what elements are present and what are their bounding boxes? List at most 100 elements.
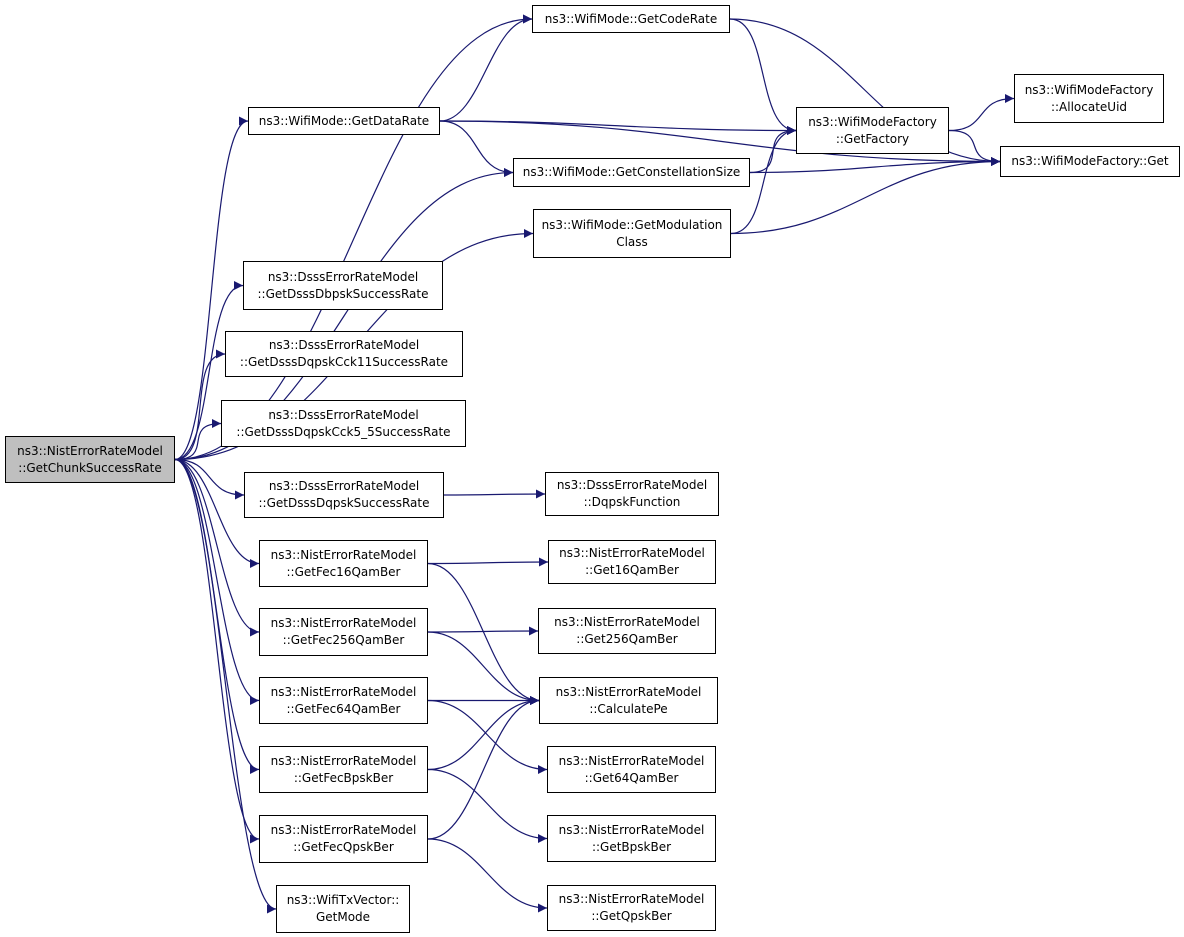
node-label-line: ::GetFec16QamBer: [286, 564, 401, 579]
node-label-line: ::AllocateUid: [1050, 99, 1128, 114]
edge-getDataRate-to-getConstellationSize: [439, 120, 514, 177]
node-label-line: ::GetDsssDqpskCck11SuccessRate: [239, 355, 449, 369]
node-label-line: ns3::DsssErrorRateModel: [268, 407, 419, 422]
node-root: ns3::NistErrorRateModel::GetChunkSuccess…: [5, 436, 175, 483]
node-label-line: ::Get64QamBer: [584, 770, 679, 785]
node-label-line: ns3::NistErrorRateModel: [270, 823, 417, 837]
node-get-constellation-size[interactable]: ns3::WifiMode::GetConstellationSize: [513, 158, 750, 187]
node-label-line: ns3::NistErrorRateModel: [555, 684, 702, 699]
node-label-line: ::GetBpskBer: [591, 839, 672, 854]
node-get-data-rate[interactable]: ns3::WifiMode::GetDataRate: [248, 107, 440, 135]
node-label-line: ::GetFactory: [835, 131, 910, 146]
edge-fec64-to-get64: [427, 699, 548, 774]
node-allocate-uid[interactable]: ns3::WifiModeFactory::AllocateUid: [1014, 74, 1164, 123]
edge-fec256-to-calculatePe: [427, 631, 540, 705]
edge-root-to-getMode: [174, 458, 277, 914]
node-label-line: ns3::NistErrorRateModel: [558, 892, 705, 906]
node-get-qpsk[interactable]: ns3::NistErrorRateModel::GetQpskBer: [547, 885, 716, 931]
node-label-line: ::GetDsssDqpskSuccessRate: [258, 496, 430, 510]
node-label-line: ::Get16QamBer: [585, 563, 679, 577]
node-get-code-rate[interactable]: ns3::WifiMode::GetCodeRate: [532, 5, 730, 33]
edge-getModulationClass-to-getFactory: [730, 126, 797, 235]
node-fec-qpsk[interactable]: ns3::NistErrorRateModel::GetFecQpskBer: [259, 815, 428, 863]
edge-fec16-to-get16: [427, 557, 549, 567]
node-label-line: ns3::WifiMode::GetCodeRate: [544, 11, 718, 26]
node-label-line: ::GetFec256QamBer: [282, 633, 405, 647]
node-label-line: ns3::NistErrorRateModel: [559, 546, 705, 560]
node-label-line: ns3::NistErrorRateModel: [270, 684, 417, 699]
edge-dqpsk-to-dqpskFunction: [443, 489, 546, 499]
node-label-line: ::Get256QamBer: [576, 632, 678, 646]
edge-root-to-dbpsk: [174, 281, 244, 461]
node-cck55[interactable]: ns3::DsssErrorRateModel::GetDsssDqpskCck…: [221, 400, 466, 447]
node-label-line: ns3::WifiTxVector::: [286, 893, 400, 907]
edge-fecBpsk-to-getBpsk: [427, 768, 548, 843]
node-fec16[interactable]: ns3::NistErrorRateModel::GetFec16QamBer: [259, 540, 428, 587]
edge-root-to-fec16: [174, 458, 260, 568]
edge-getDataRate-to-factoryGet: [439, 120, 1001, 166]
edge-getDataRate-to-getFactory: [439, 120, 797, 135]
node-label-line: ns3::NistErrorRateModel: [270, 753, 417, 768]
node-label-line: ns3::NistErrorRateModel: [554, 615, 700, 629]
edge-root-to-fec256: [174, 458, 260, 637]
edge-fecQpsk-to-getQpsk: [427, 838, 548, 913]
node-label-line: ns3::WifiMode::GetDataRate: [258, 113, 430, 128]
node-label-line: ns3::NistErrorRateModel: [270, 616, 417, 630]
node-label-line: ns3::DsssErrorRateModel: [268, 338, 420, 352]
node-get-factory[interactable]: ns3::WifiModeFactory::GetFactory: [796, 107, 949, 154]
edge-getDataRate-to-getCodeRate: [439, 14, 533, 122]
edge-root-to-cck55: [174, 419, 222, 461]
node-cck11[interactable]: ns3::DsssErrorRateModel::GetDsssDqpskCck…: [225, 331, 463, 377]
node-label-line: ns3::WifiMode::GetModulation: [541, 217, 723, 232]
edge-getFactory-to-allocateUid: [948, 94, 1015, 132]
node-label-line: ::GetFec64QamBer: [286, 701, 401, 716]
node-get-bpsk[interactable]: ns3::NistErrorRateModel::GetBpskBer: [547, 815, 716, 862]
node-label-line: ns3::WifiModeFactory: [1024, 82, 1154, 97]
node-get64[interactable]: ns3::NistErrorRateModel::Get64QamBer: [547, 746, 716, 793]
edge-root-to-fec64: [174, 458, 260, 705]
node-label-line: ns3::NistErrorRateModel: [558, 753, 705, 768]
edge-root-to-cck11: [174, 349, 226, 461]
node-label-line: ns3::DsssErrorRateModel: [268, 479, 420, 493]
edge-fec256-to-get256: [427, 626, 539, 636]
edge-fecBpsk-to-calculatePe: [427, 696, 540, 771]
edge-getCodeRate-to-factoryGet: [729, 18, 1001, 166]
node-label-line: ::GetDsssDqpskCck5_5SuccessRate: [236, 424, 451, 439]
edge-getCodeRate-to-getFactory: [729, 18, 797, 135]
edge-root-to-getDataRate: [174, 116, 249, 461]
node-label-line: ns3::WifiMode::GetConstellationSize: [522, 165, 741, 179]
node-factory-get[interactable]: ns3::WifiModeFactory::Get: [1000, 146, 1180, 177]
node-dqpsk[interactable]: ns3::DsssErrorRateModel::GetDsssDqpskSuc…: [244, 472, 444, 518]
node-label-line: ::GetQpskBer: [591, 909, 672, 923]
node-label-line: ns3::WifiModeFactory::Get: [1011, 154, 1169, 168]
node-get256[interactable]: ns3::NistErrorRateModel::Get256QamBer: [538, 608, 716, 654]
node-get-mode[interactable]: ns3::WifiTxVector::GetMode: [276, 885, 410, 933]
node-fec256[interactable]: ns3::NistErrorRateModel::GetFec256QamBer: [259, 608, 428, 656]
node-label-line: Class: [616, 234, 648, 249]
edge-root-to-dqpsk: [174, 458, 245, 500]
node-label-line: ns3::WifiModeFactory: [808, 114, 937, 129]
node-label-line: ns3::DsssErrorRateModel: [556, 478, 708, 492]
node-fec-bpsk[interactable]: ns3::NistErrorRateModel::GetFecBpskBer: [259, 746, 428, 793]
node-fec64[interactable]: ns3::NistErrorRateModel::GetFec64QamBer: [259, 677, 428, 724]
node-label-line: ns3::NistErrorRateModel: [270, 547, 417, 562]
node-label-line: GetMode: [315, 910, 371, 924]
node-dqpsk-function[interactable]: ns3::DsssErrorRateModel::DqpskFunction: [545, 472, 719, 516]
node-label-line: ::CalculatePe: [589, 701, 668, 716]
edge-getModulationClass-to-factoryGet: [730, 157, 1001, 235]
node-label-line: ns3::NistErrorRateModel: [558, 822, 705, 837]
node-label-line: ns3::NistErrorRateModel: [17, 443, 163, 458]
node-label-line: ::GetDsssDbpskSuccessRate: [257, 286, 429, 301]
node-label-line: ns3::DsssErrorRateModel: [267, 269, 419, 284]
node-label-line: ::DqpskFunction: [583, 495, 681, 509]
node-label-line: ::GetFecQpskBer: [293, 840, 394, 854]
edge-getFactory-to-factoryGet: [948, 129, 1001, 166]
node-calculate-pe[interactable]: ns3::NistErrorRateModel::CalculatePe: [539, 677, 718, 724]
edge-getConstellationSize-to-factoryGet: [749, 157, 1001, 174]
node-get16[interactable]: ns3::NistErrorRateModel::Get16QamBer: [548, 540, 716, 584]
edge-fecQpsk-to-calculatePe: [427, 696, 540, 840]
node-label-line: ::GetChunkSuccessRate: [18, 460, 162, 475]
node-dbpsk[interactable]: ns3::DsssErrorRateModel::GetDsssDbpskSuc…: [243, 261, 443, 310]
